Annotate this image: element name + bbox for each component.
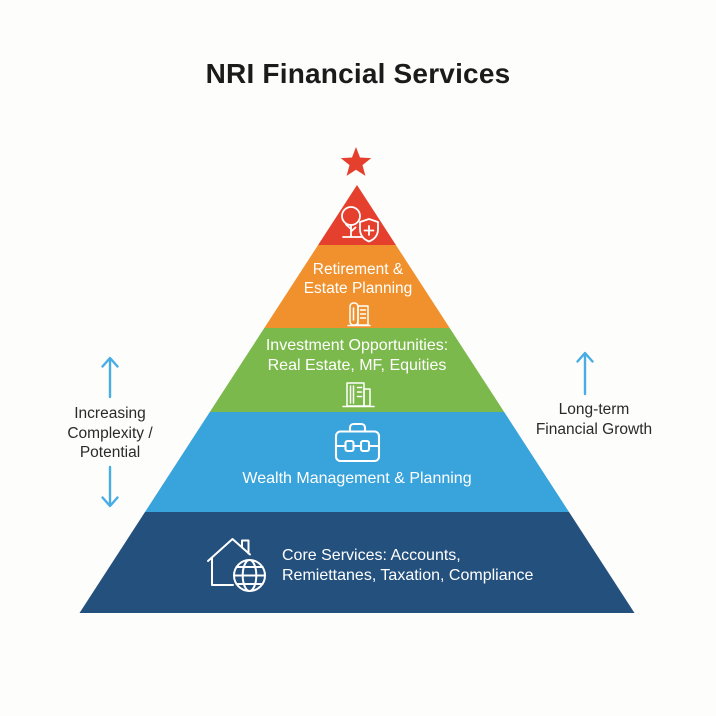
level-label-core: Core Services: Accounts, Remiettanes, Ta… — [282, 547, 534, 584]
up-arrow-icon — [576, 351, 594, 396]
building-icon — [347, 302, 371, 327]
pyramid-level-peak — [318, 185, 396, 245]
left-axis-label: Increasing Complexity / Potential — [67, 405, 153, 461]
pyramid-level-retirement — [264, 245, 450, 328]
pyramid-level-investment — [209, 328, 505, 412]
level-label-wealth: Wealth Management & Planning — [242, 470, 472, 487]
level-label-retirement: Retirement & Estate Planning — [303, 261, 413, 297]
level-label-investment: Investment Opportunities: Real Estate, M… — [265, 337, 449, 374]
tree-shield-icon — [341, 206, 379, 243]
right-axis-label: Long-term Financial Growth — [535, 401, 653, 438]
pyramid-level-core — [79, 512, 635, 613]
up-arrow-icon — [101, 356, 119, 399]
office-building-icon — [342, 382, 375, 408]
briefcase-icon — [334, 422, 381, 463]
star-icon — [340, 147, 372, 176]
page-title: NRI Financial Services — [205, 58, 511, 89]
house-globe-icon — [207, 538, 266, 592]
down-arrow-icon — [101, 465, 119, 508]
